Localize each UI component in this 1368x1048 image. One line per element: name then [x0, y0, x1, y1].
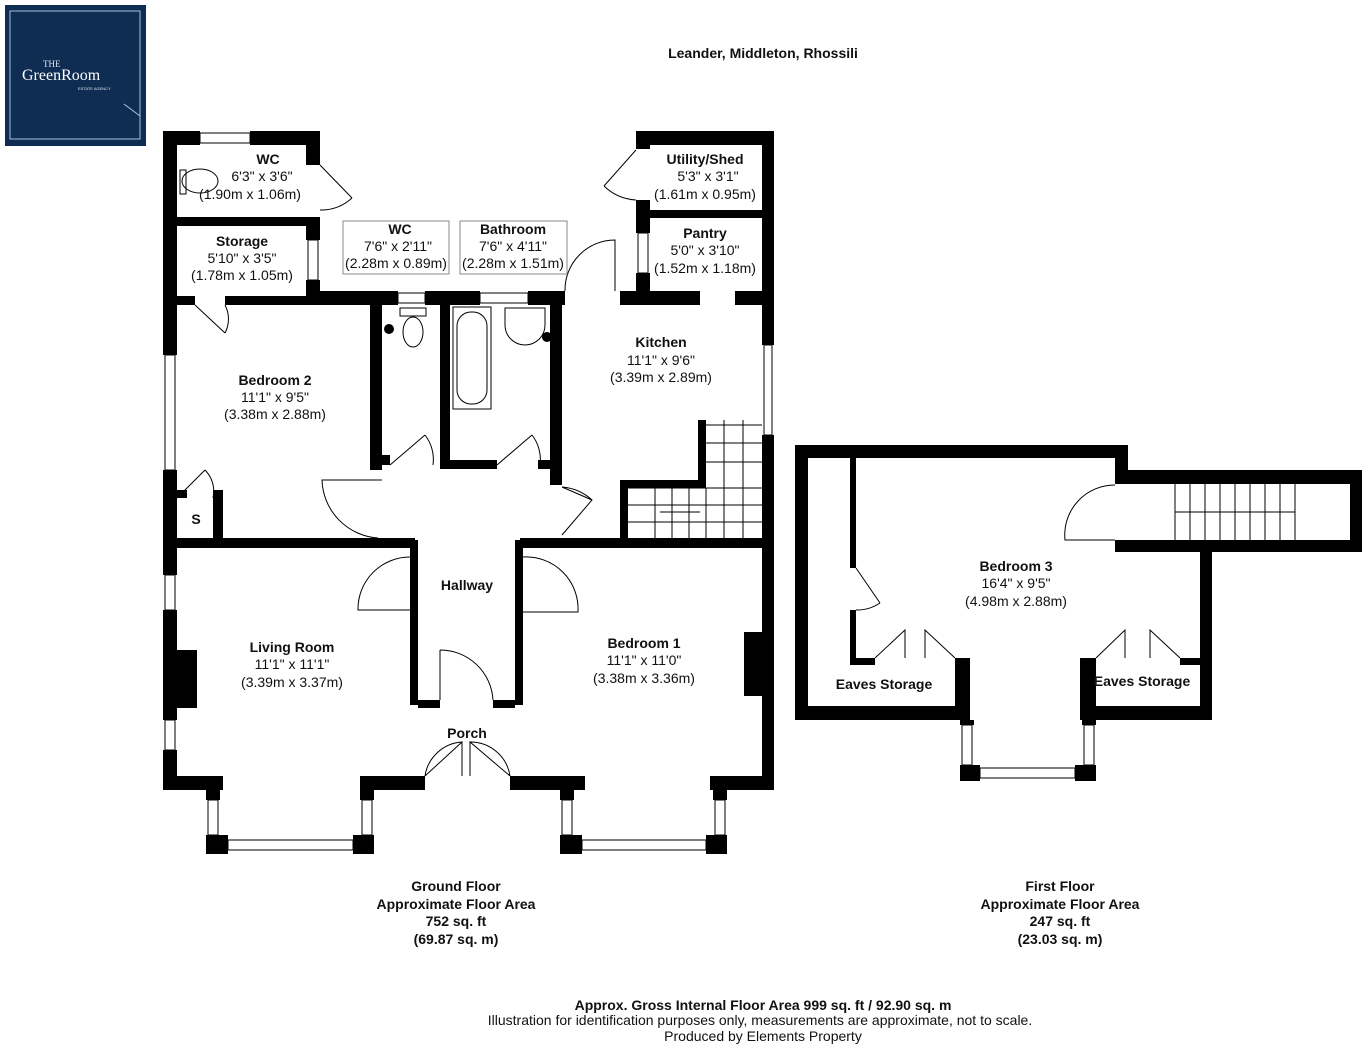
- first-floor-details: [855, 484, 1296, 779]
- svg-text:(3.39m x 3.37m): (3.39m x 3.37m): [241, 674, 343, 690]
- room-bedroom-3: Bedroom 316'4" x 9'5" (4.98m x 2.88m): [965, 558, 1067, 609]
- svg-text:11'1" x 9'5": 11'1" x 9'5": [241, 389, 309, 405]
- first-floor-area: First Floor Approximate Floor Area 247 s…: [981, 878, 1140, 947]
- room-kitchen: Kitchen 11'1" x 9'6"(3.39m x 2.89m): [610, 334, 712, 385]
- svg-text:(1.61m x 0.95m): (1.61m x 0.95m): [654, 186, 756, 202]
- svg-text:WC: WC: [256, 151, 279, 167]
- ground-floor-area: Ground Floor Approximate Floor Area 752 …: [377, 878, 536, 947]
- room-cupboard-s: S: [191, 511, 200, 527]
- page-title: Leander, Middleton, Rhossili: [668, 45, 858, 61]
- svg-text:7'6" x 4'11": 7'6" x 4'11": [479, 238, 547, 254]
- logo-name: GreenRoom: [22, 67, 101, 84]
- svg-text:(69.87 sq. m): (69.87 sq. m): [414, 931, 499, 947]
- svg-text:11'1" x 9'6": 11'1" x 9'6": [627, 352, 695, 368]
- doors-and-fixtures: [176, 149, 762, 777]
- svg-text:(2.28m x 1.51m): (2.28m x 1.51m): [462, 255, 564, 271]
- svg-text:Storage: Storage: [216, 233, 268, 249]
- disclaimer: Illustration for identification purposes…: [488, 1012, 1032, 1028]
- svg-text:(1.52m x 1.18m): (1.52m x 1.18m): [654, 260, 756, 276]
- svg-text:Bathroom: Bathroom: [480, 221, 546, 237]
- svg-text:Living Room: Living Room: [250, 639, 335, 655]
- bathroom-label-box: [459, 220, 568, 275]
- svg-text:6'3" x 3'6": 6'3" x 3'6": [231, 168, 292, 184]
- svg-text:752 sq. ft: 752 sq. ft: [426, 913, 487, 929]
- svg-text:(2.28m x 0.89m): (2.28m x 0.89m): [345, 255, 447, 271]
- svg-text:5'0" x 3'10": 5'0" x 3'10": [671, 242, 740, 258]
- room-wc-1: WC6'3" x 3'6" (1.90m x 1.06m): [199, 151, 301, 202]
- first-floor-walls: [795, 445, 1362, 781]
- room-porch: Porch: [447, 725, 487, 741]
- svg-text:(3.38m x 2.88m): (3.38m x 2.88m): [224, 406, 326, 422]
- svg-text:11'1" x 11'0": 11'1" x 11'0": [607, 652, 682, 668]
- svg-text:First Floor: First Floor: [1025, 878, 1095, 894]
- svg-text:Approximate Floor Area: Approximate Floor Area: [377, 896, 536, 912]
- svg-text:(1.78m x 1.05m): (1.78m x 1.05m): [191, 267, 293, 283]
- room-bedroom-2: Bedroom 211'1" x 9'5"(3.38m x 2.88m): [224, 372, 326, 422]
- agency-logo: THE GreenRoom ESTATE AGENCY: [5, 5, 146, 146]
- svg-text:7'6" x 2'11": 7'6" x 2'11": [364, 238, 432, 254]
- svg-text:(3.38m x 3.36m): (3.38m x 3.36m): [593, 670, 695, 686]
- svg-text:5'3" x 3'1": 5'3" x 3'1": [677, 168, 738, 184]
- svg-text:(1.90m x 1.06m): (1.90m x 1.06m): [199, 186, 301, 202]
- svg-text:Utility/Shed: Utility/Shed: [666, 151, 743, 167]
- svg-text:(3.39m x 2.89m): (3.39m x 2.89m): [610, 369, 712, 385]
- wc-label-box: [342, 220, 450, 275]
- svg-text:(23.03 sq. m): (23.03 sq. m): [1018, 931, 1103, 947]
- gross-area: Approx. Gross Internal Floor Area 999 sq…: [575, 997, 952, 1013]
- room-hallway: Hallway: [441, 577, 493, 593]
- svg-text:Bedroom 3: Bedroom 3: [979, 558, 1052, 574]
- logo-sub: ESTATE AGENCY: [78, 86, 111, 91]
- windows: [164, 132, 773, 851]
- room-eaves-storage-2: Eaves Storage: [1094, 673, 1191, 689]
- room-eaves-storage-1: Eaves Storage: [836, 676, 933, 692]
- svg-text:Ground Floor: Ground Floor: [411, 878, 501, 894]
- svg-text:Bedroom 1: Bedroom 1: [607, 635, 680, 651]
- svg-text:247 sq. ft: 247 sq. ft: [1030, 913, 1091, 929]
- svg-text:11'1" x 11'1": 11'1" x 11'1": [255, 656, 330, 672]
- producer: Produced by Elements Property: [664, 1028, 862, 1044]
- svg-text:5'10" x 3'5": 5'10" x 3'5": [208, 250, 277, 266]
- svg-text:WC: WC: [388, 221, 411, 237]
- svg-text:Kitchen: Kitchen: [635, 334, 686, 350]
- svg-text:Approximate Floor Area: Approximate Floor Area: [981, 896, 1140, 912]
- room-wc-2: WC7'6" x 2'11"(2.28m x 0.89m): [345, 221, 447, 271]
- svg-text:16'4" x 9'5": 16'4" x 9'5": [982, 575, 1051, 591]
- svg-text:(4.98m x 2.88m): (4.98m x 2.88m): [965, 593, 1067, 609]
- ground-floor-walls: [163, 131, 774, 854]
- svg-text:Pantry: Pantry: [683, 225, 727, 241]
- svg-text:Bedroom 2: Bedroom 2: [238, 372, 311, 388]
- logo-the: THE: [43, 59, 61, 69]
- room-bedroom-1: Bedroom 111'1" x 11'0" (3.38m x 3.36m): [593, 635, 695, 686]
